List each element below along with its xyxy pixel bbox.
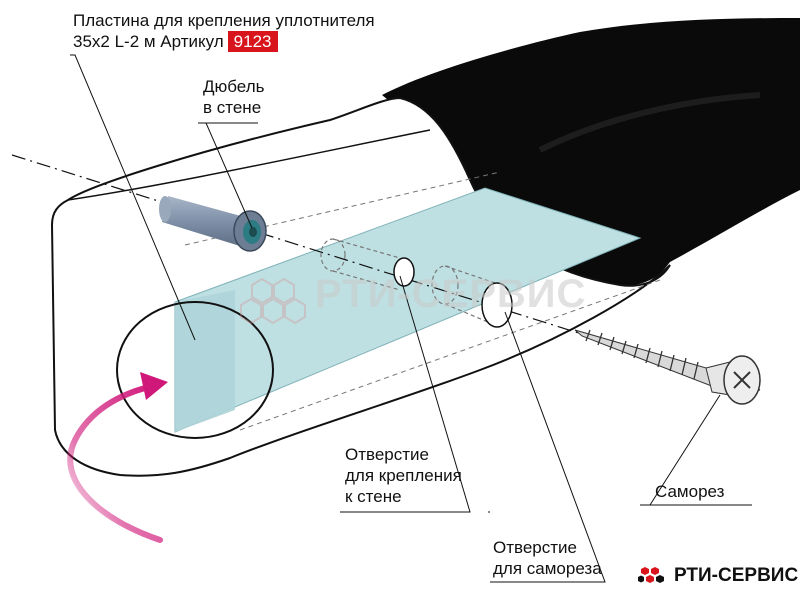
plate-guide-bottom xyxy=(239,279,661,431)
article-badge: 9123 xyxy=(227,31,278,52)
leader-lines xyxy=(70,54,752,583)
plate-title: Пластина для крепления уплотнителя xyxy=(73,11,375,30)
screw-hole xyxy=(481,282,513,328)
wall-hole-label: Отверстие для крепления к стене xyxy=(345,444,462,507)
brand-name: РТИ-СЕРВИС xyxy=(674,565,799,586)
insertion-arrow xyxy=(67,385,163,543)
brand-logo: РТИ-СЕРВИС xyxy=(638,565,798,587)
dowel-label-line2: в стене xyxy=(203,98,262,117)
plate-spec: 35х2 L-2 м Артикул xyxy=(73,32,224,51)
screw-icon xyxy=(574,329,761,405)
wall-hole-label-line1: Отверстие xyxy=(345,445,429,464)
watermark-hex-logo xyxy=(240,277,306,325)
screw-hole-label: Отверстие для самореза xyxy=(493,537,602,579)
watermark: РТИ-СЕРВИС xyxy=(315,272,586,317)
screw-hole-label-line1: Отверстие xyxy=(493,538,577,557)
channel-edge xyxy=(67,129,431,201)
screw-label: Саморез xyxy=(655,481,724,502)
insertion-arrowhead xyxy=(140,372,168,400)
dowel-label: Дюбель в стене xyxy=(203,76,264,118)
dowel-icon xyxy=(159,196,267,252)
screw-hole-label-line2: для самореза xyxy=(493,559,602,578)
hex-logo-icon xyxy=(638,567,664,583)
wall-hole xyxy=(393,257,415,287)
profile-end-ellipse xyxy=(116,301,274,439)
plate-front-face xyxy=(175,290,235,432)
watermark-text: РТИ-СЕРВИС xyxy=(315,272,587,316)
screw-label-text: Саморез xyxy=(655,482,725,501)
dowel-label-line1: Дюбель xyxy=(203,77,265,96)
plate-title-label: Пластина для крепления уплотнителя xyxy=(73,10,375,31)
wall-hole-label-line3: к стене xyxy=(345,487,402,506)
wall-hole-label-line2: для крепления xyxy=(345,466,462,485)
seal-highlight xyxy=(538,92,761,153)
